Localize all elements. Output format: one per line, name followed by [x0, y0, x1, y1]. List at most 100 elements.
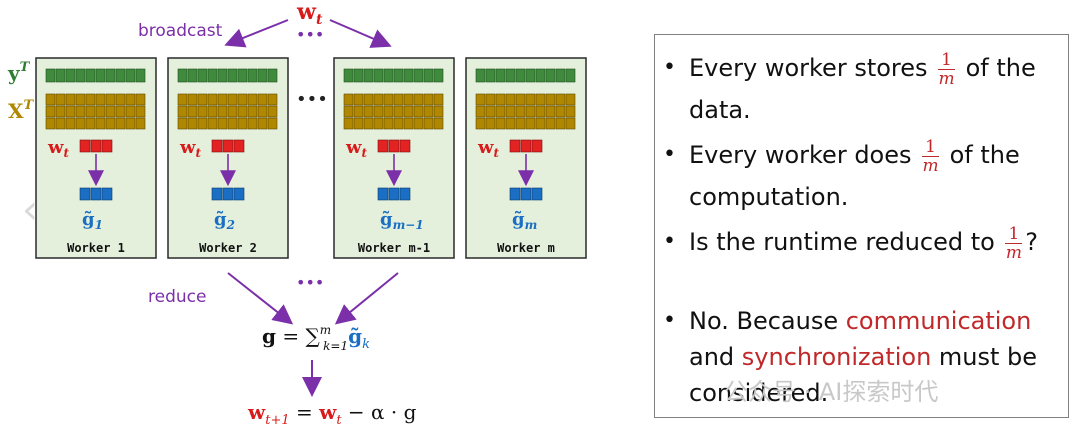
y-vector-cell: [257, 68, 268, 83]
y-vector-cell: [565, 68, 576, 83]
gradient-cell: [388, 187, 400, 201]
y-vector-cell: [545, 68, 556, 83]
x-matrix-cell: [343, 105, 354, 118]
x-matrix-cell: [393, 117, 404, 130]
y-vector-cell: [535, 68, 546, 83]
x-matrix-cell: [135, 117, 146, 130]
x-matrix-cell: [383, 105, 394, 118]
x-matrix-cell: [125, 105, 136, 118]
x-matrix-cell: [187, 105, 198, 118]
bullet-text: Is the runtime reduced to: [689, 228, 1003, 256]
x-matrix-cell: [197, 93, 208, 106]
x-matrix-cell: [55, 93, 66, 106]
worker-name: Worker 1: [67, 241, 125, 255]
x-matrix-cell: [65, 105, 76, 118]
y-vector-cell: [227, 68, 238, 83]
weight-cell: [222, 139, 234, 153]
y-vector-cell: [177, 68, 188, 83]
top-weight-label: wt: [296, 0, 323, 28]
x-matrix-cell: [505, 93, 516, 106]
weight-cell: [233, 139, 245, 153]
x-matrix-cell: [45, 117, 56, 130]
y-vector-cell: [105, 68, 116, 83]
x-matrix-cell: [177, 93, 188, 106]
bullet-text: ?: [1025, 228, 1039, 256]
x-matrix-cell: [115, 117, 126, 130]
weight-cell: [79, 139, 91, 153]
x-matrix-cell: [565, 117, 576, 130]
x-matrix-cell: [207, 117, 218, 130]
x-matrix-cell: [535, 105, 546, 118]
x-matrix-cell: [373, 105, 384, 118]
bullet-text: Every worker stores: [689, 54, 936, 82]
worker-weight-label: wt: [345, 137, 368, 160]
x-matrix-cell: [433, 117, 444, 130]
worker-gradient-label: g̃2: [214, 209, 235, 232]
x-matrix-cell: [423, 117, 434, 130]
reduce-arrow-left: [227, 272, 294, 325]
x-matrix-cell: [257, 105, 268, 118]
bullet-dot: •: [663, 142, 676, 167]
x-matrix-cell: [343, 117, 354, 130]
x-matrix-cell: [423, 105, 434, 118]
x-matrix-cell: [383, 93, 394, 106]
x-matrix-cell: [353, 93, 364, 106]
weight-cell: [90, 139, 102, 153]
broadcast-label: broadcast: [138, 21, 223, 41]
y-vector-cell: [485, 68, 496, 83]
x-matrix-cell: [85, 117, 96, 130]
x-matrix-cell: [55, 117, 66, 130]
x-matrix-cell: [433, 105, 444, 118]
y-vector-cell: [393, 68, 404, 83]
y-vector-cell: [413, 68, 424, 83]
x-matrix-cell: [115, 105, 126, 118]
x-matrix-cell: [343, 93, 354, 106]
worker-weight-label: wt: [47, 137, 70, 160]
x-matrix-cell: [247, 117, 258, 130]
x-matrix-cell: [257, 93, 268, 106]
x-matrix-cell: [217, 105, 228, 118]
x-matrix-cell: [393, 93, 404, 106]
y-vector-cell: [95, 68, 106, 83]
x-matrix-cell: [125, 117, 136, 130]
y-vector-cell: [373, 68, 384, 83]
weight-cell: [399, 139, 411, 153]
top-ellipsis: •••: [296, 25, 324, 44]
chevron-left-icon[interactable]: ‹: [22, 187, 38, 233]
gradient-cell: [233, 187, 245, 201]
x-transpose-label: XT: [8, 98, 35, 123]
x-matrix-cell: [373, 117, 384, 130]
weight-cell: [101, 139, 113, 153]
weight-cell: [377, 139, 389, 153]
x-matrix-cell: [207, 93, 218, 106]
x-matrix-cell: [177, 105, 188, 118]
weight-cell: [388, 139, 400, 153]
x-matrix-cell: [535, 93, 546, 106]
x-matrix-cell: [565, 93, 576, 106]
y-vector-cell: [247, 68, 258, 83]
bullet-text: and: [689, 343, 742, 371]
y-vector-cell: [75, 68, 86, 83]
x-matrix-cell: [247, 93, 258, 106]
gradient-cell: [211, 187, 223, 201]
x-matrix-cell: [363, 117, 374, 130]
gradient-cell: [79, 187, 91, 201]
x-matrix-cell: [105, 93, 116, 106]
y-vector-cell: [515, 68, 526, 83]
reduce-label: reduce: [148, 287, 206, 307]
x-matrix-cell: [247, 105, 258, 118]
bullet-text: No. Because: [689, 307, 846, 335]
x-matrix-cell: [227, 93, 238, 106]
y-vector-cell: [353, 68, 364, 83]
x-matrix-cell: [177, 117, 188, 130]
x-matrix-cell: [505, 117, 516, 130]
x-matrix-cell: [555, 105, 566, 118]
gradient-cell: [520, 187, 532, 201]
worker-gradient-label: g̃m: [512, 209, 537, 232]
y-vector-cell: [475, 68, 486, 83]
